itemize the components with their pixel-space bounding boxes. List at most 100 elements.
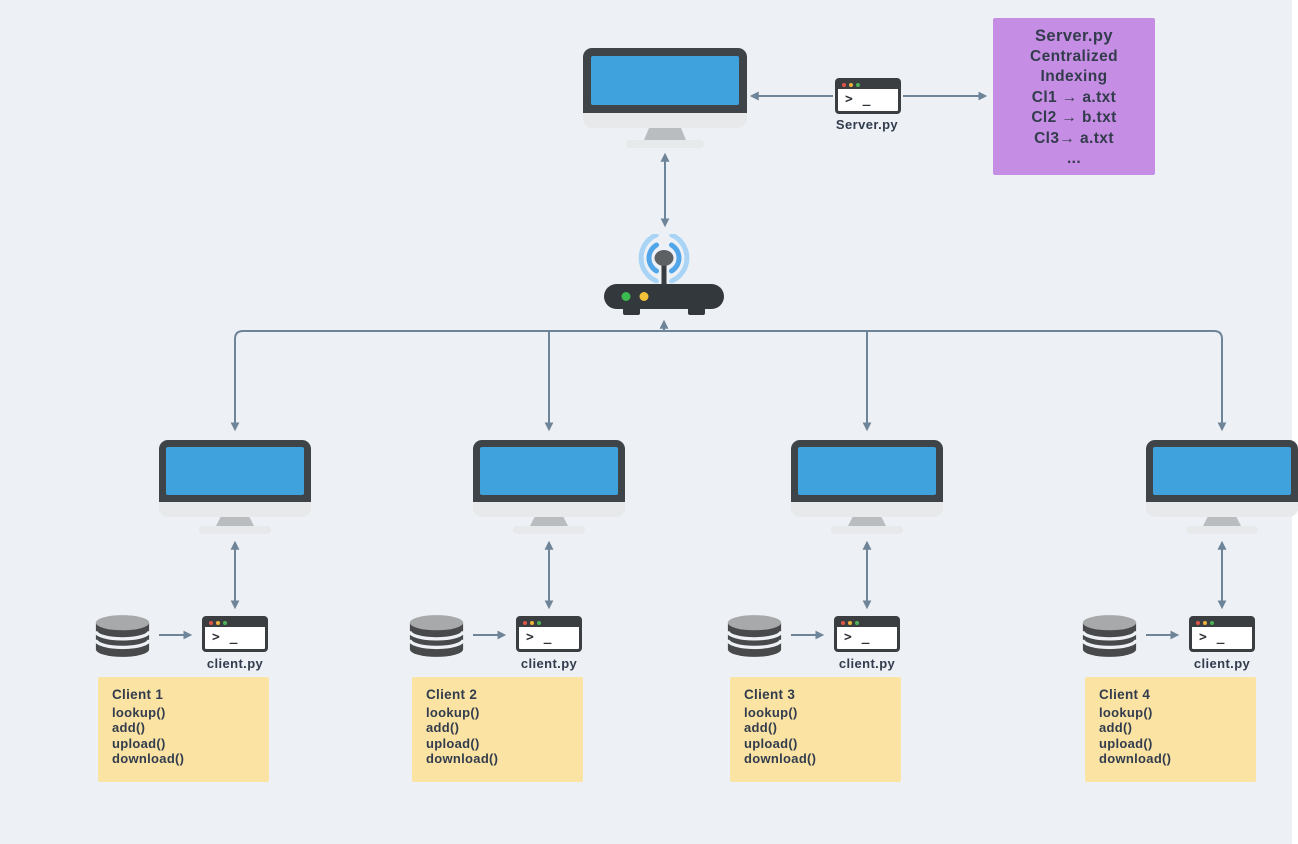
client-method: download() (1099, 751, 1172, 766)
client-terminal-icon: > _ (834, 616, 900, 652)
monitor-chin (583, 113, 747, 128)
client-computer-icon (791, 440, 943, 534)
router-antenna-ball (654, 250, 674, 266)
terminal-prompt: > _ (526, 630, 553, 645)
terminal-dot-green-icon (223, 621, 227, 625)
index-box-line: Indexing (1040, 68, 1108, 85)
monitor-bezel (159, 440, 311, 502)
terminal-dot-green-icon (856, 83, 860, 87)
terminal-titlebar (838, 81, 898, 89)
monitor-screen (591, 56, 739, 105)
terminal-dot-green-icon (855, 621, 859, 625)
monitor-bezel (1146, 440, 1298, 502)
monitor-stand-base (626, 140, 704, 148)
terminal-dot-yellow-icon (530, 621, 534, 625)
client-method: add() (1099, 720, 1133, 735)
client-terminal-label: client.py (1193, 656, 1251, 671)
server-terminal-label: Server.py (835, 117, 899, 132)
monitor-screen (1153, 447, 1291, 495)
client-computer-icon (473, 440, 625, 534)
terminal-dot-yellow-icon (1203, 621, 1207, 625)
wifi-arc-left-outer (638, 232, 659, 284)
client-terminal-label: client.py (520, 656, 578, 671)
client-terminal-icon: > _ (516, 616, 582, 652)
client-methods-box: Client 2 lookup() add() upload() downloa… (412, 677, 583, 782)
wifi-router-icon (599, 232, 729, 324)
terminal-prompt: > _ (844, 630, 871, 645)
terminal-titlebar (837, 619, 897, 627)
index-box-title: Server.py (1035, 27, 1113, 45)
router-body (604, 284, 724, 309)
index-box-line: Cl2 → b.txt (1031, 109, 1117, 126)
database-icon (726, 615, 783, 657)
index-box-line: Cl3→ a.txt (1034, 129, 1114, 147)
database-icon (94, 615, 151, 657)
terminal-dot-red-icon (523, 621, 527, 625)
server-index-box: Server.py Centralized Indexing Cl1 → a.t… (993, 18, 1155, 175)
client-method: download() (744, 751, 817, 766)
client-method: download() (426, 751, 499, 766)
wifi-arc-right-outer (669, 232, 690, 284)
monitor-stand-base (1186, 526, 1258, 534)
terminal-dot-red-icon (841, 621, 845, 625)
terminal-prompt: > _ (1199, 630, 1226, 645)
monitor-stand-neck (530, 517, 568, 526)
client-methods-box: Client 3 lookup() add() upload() downloa… (730, 677, 901, 782)
server-computer-icon (583, 48, 747, 148)
router-led-yellow (639, 292, 649, 301)
client-method: lookup() (112, 704, 166, 720)
client-terminal-label: client.py (838, 656, 896, 671)
client-method: download() (112, 751, 185, 766)
client-method: upload() (426, 735, 480, 751)
terminal-dot-yellow-icon (848, 621, 852, 625)
client-box-title: Client 2 (426, 687, 478, 702)
monitor-stand-neck (848, 517, 886, 526)
monitor-stand-base (831, 526, 903, 534)
database-icon (1081, 615, 1138, 657)
terminal-dot-green-icon (1210, 621, 1214, 625)
router-led-green (621, 292, 631, 301)
monitor-screen (480, 447, 618, 495)
client-computer-icon (1146, 440, 1298, 534)
terminal-dot-red-icon (1196, 621, 1200, 625)
client-method: lookup() (1099, 704, 1153, 720)
terminal-prompt: > _ (845, 92, 872, 107)
terminal-prompt: > _ (212, 630, 239, 645)
client-terminal-icon: > _ (1189, 616, 1255, 652)
monitor-chin (473, 502, 625, 517)
monitor-screen (798, 447, 936, 495)
terminal-dot-yellow-icon (849, 83, 853, 87)
index-box-line: ... (1066, 150, 1082, 167)
index-box-line: Cl1 → a.txt (1031, 88, 1117, 106)
monitor-bezel (791, 440, 943, 502)
client-terminal-label: client.py (206, 656, 264, 671)
monitor-screen (166, 447, 304, 495)
client-box-title: Client 1 (112, 687, 164, 702)
client-method: upload() (112, 735, 166, 751)
client-method: upload() (1099, 735, 1153, 751)
monitor-chin (159, 502, 311, 517)
client-box-title: Client 3 (744, 687, 796, 702)
client-terminal-icon: > _ (202, 616, 268, 652)
monitor-stand-neck (644, 128, 686, 140)
monitor-stand-neck (216, 517, 254, 526)
monitor-chin (1146, 502, 1298, 517)
terminal-dot-red-icon (209, 621, 213, 625)
terminal-dot-red-icon (842, 83, 846, 87)
terminal-titlebar (1192, 619, 1252, 627)
terminal-dot-green-icon (537, 621, 541, 625)
router-antenna-pole (661, 262, 667, 288)
client-methods-box: Client 1 lookup() add() upload() downloa… (98, 677, 269, 782)
server-terminal-icon: > _ (835, 78, 901, 114)
database-icon (408, 615, 465, 657)
wifi-arc-right-inner (669, 242, 682, 274)
client-method: add() (426, 720, 460, 735)
index-box-line: Centralized (1030, 47, 1118, 65)
right-gutter (1292, 0, 1298, 844)
monitor-bezel (583, 48, 747, 113)
client-method: add() (112, 720, 146, 735)
monitor-chin (791, 502, 943, 517)
terminal-titlebar (519, 619, 579, 627)
